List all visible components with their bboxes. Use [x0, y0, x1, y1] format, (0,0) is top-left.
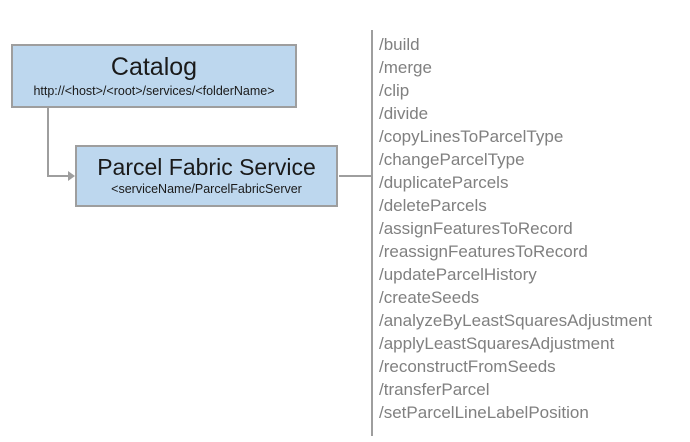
operations-list: /build/merge/clip/divide/copyLinesToParc… — [379, 33, 679, 424]
operation-item: /reassignFeaturesToRecord — [379, 242, 588, 261]
operation-item: /merge — [379, 58, 432, 77]
node-catalog-title: Catalog — [110, 53, 198, 81]
operation-item: /clip — [379, 81, 410, 100]
connector-service-to-operations — [339, 175, 372, 177]
node-catalog: Catalog http://<host>/<root>/services/<f… — [11, 44, 297, 108]
operation-item: /transferParcel — [379, 380, 490, 399]
operation-item: /createSeeds — [379, 288, 480, 307]
operation-item: /setParcelLineLabelPosition — [379, 403, 589, 422]
operation-item: /reconstructFromSeeds — [379, 357, 556, 376]
node-catalog-url: http://<host>/<root>/services/<folderNam… — [33, 84, 275, 99]
operations-divider — [371, 30, 373, 436]
connector-catalog-vertical — [47, 107, 49, 177]
operation-item: /changeParcelType — [379, 150, 525, 169]
node-service-title: Parcel Fabric Service — [97, 154, 316, 181]
operation-item: /assignFeaturesToRecord — [379, 219, 573, 238]
node-service-url: <serviceName/ParcelFabricServer — [111, 182, 302, 197]
connector-catalog-horizontal — [47, 175, 70, 177]
operation-item: /analyzeByLeastSquaresAdjustment — [379, 311, 653, 330]
operation-item: /applyLeastSquaresAdjustment — [379, 334, 615, 353]
operation-item: /updateParcelHistory — [379, 265, 537, 284]
operation-item: /duplicateParcels — [379, 173, 509, 192]
operation-item: /deleteParcels — [379, 196, 487, 215]
node-parcel-fabric-service: Parcel Fabric Service <serviceName/Parce… — [75, 145, 338, 207]
operation-item: /copyLinesToParcelType — [379, 127, 564, 146]
arrowhead-icon — [68, 171, 75, 181]
operation-item: /build — [379, 35, 420, 54]
operation-item: /divide — [379, 104, 429, 123]
